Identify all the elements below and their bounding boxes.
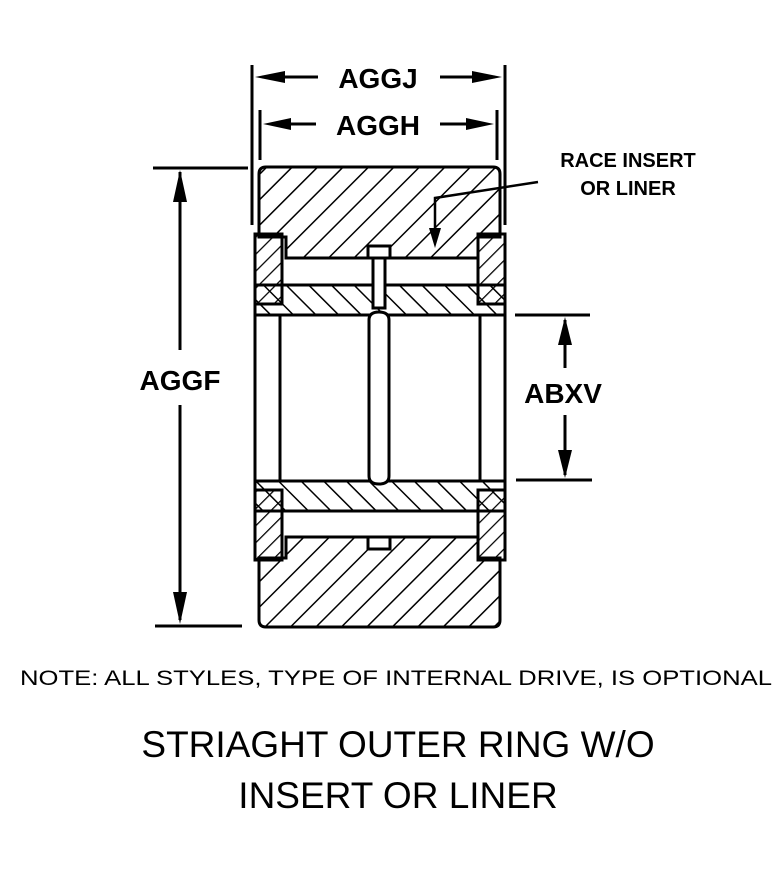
arrow-up-icon <box>173 170 187 202</box>
dim-label-aggf: AGGF <box>140 365 221 396</box>
callout-leader <box>429 180 539 248</box>
dimension-aggj: AGGJ <box>250 63 507 225</box>
bore <box>253 315 507 481</box>
dim-label-aggj: AGGJ <box>338 63 417 94</box>
outer-ring-top <box>257 165 502 260</box>
arrow-right-icon <box>466 118 494 130</box>
dimension-aggf: AGGF <box>140 166 248 628</box>
dimension-abxv: ABXV <box>515 313 602 482</box>
note-text: NOTE: ALL STYLES, TYPE OF INTERNAL DRIVE… <box>20 667 772 690</box>
callout-line-2: OR LINER <box>580 178 676 200</box>
arrow-up-icon <box>558 317 572 345</box>
dim-label-aggh: AGGH <box>336 110 420 141</box>
inner-race-bottom <box>253 479 507 513</box>
arrow-right-icon <box>472 71 502 83</box>
arrow-left-icon <box>263 118 291 130</box>
callout-line-1: RACE INSERT <box>560 150 696 172</box>
title-line-2: INSERT OR LINER <box>238 775 557 816</box>
arrow-down-icon <box>429 228 441 248</box>
lubrication-pin <box>366 244 392 551</box>
title-line-1: STRIAGHT OUTER RING W/O <box>141 724 654 765</box>
arrow-down-icon <box>558 450 572 478</box>
dimension-aggh: AGGH <box>258 110 499 160</box>
arrow-left-icon <box>255 71 285 83</box>
dim-label-abxv: ABXV <box>524 378 602 409</box>
arrow-down-icon <box>173 592 187 624</box>
